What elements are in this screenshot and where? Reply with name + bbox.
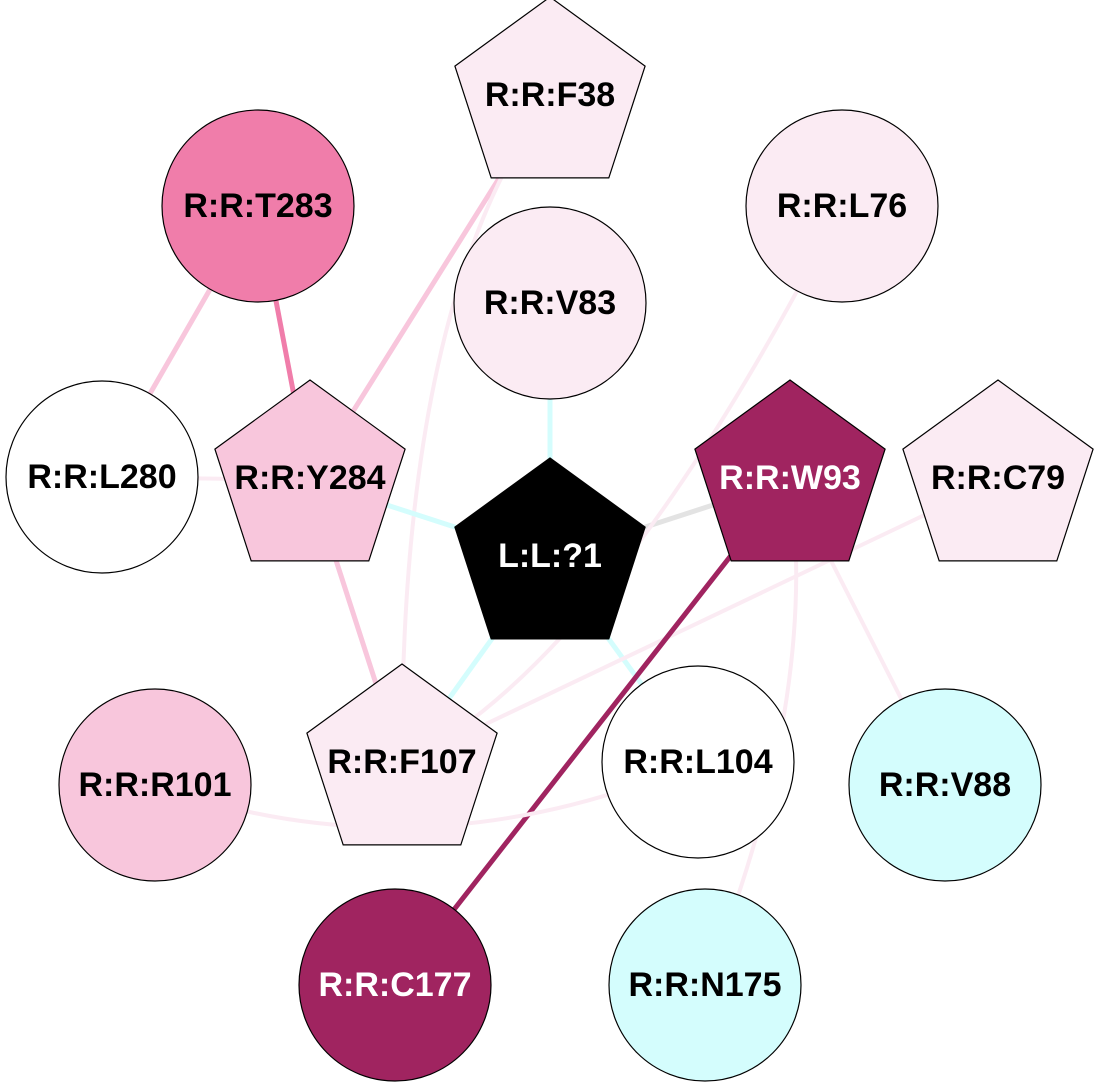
node-c177[interactable]: R:R:C177	[298, 888, 492, 1082]
node-label: R:R:N175	[628, 966, 781, 1004]
node-label: R:R:L76	[777, 187, 907, 225]
node-circle-shape	[453, 206, 647, 400]
node-pentagon-shape	[306, 663, 498, 846]
node-circle-shape	[58, 688, 252, 882]
node-label: R:R:V88	[879, 766, 1011, 804]
node-circle-shape	[608, 888, 802, 1082]
node-label: R:R:V83	[484, 284, 616, 322]
node-l104[interactable]: R:R:L104	[601, 665, 795, 859]
edge-c79-f107	[400, 478, 1000, 766]
node-v83[interactable]: R:R:V83	[453, 206, 647, 400]
node-label: R:R:F38	[485, 76, 615, 114]
node-r101[interactable]: R:R:R101	[58, 688, 252, 882]
node-circle-shape	[298, 888, 492, 1082]
node-label: R:R:C177	[318, 966, 471, 1004]
edge-w93-c177	[392, 477, 793, 988]
node-pentagon-shape	[454, 0, 646, 179]
node-label: R:R:L104	[623, 743, 772, 781]
node-label: R:R:W93	[719, 459, 861, 497]
node-label: R:R:C79	[931, 459, 1065, 497]
node-f107[interactable]: R:R:F107	[306, 663, 498, 846]
node-circle-shape	[161, 109, 355, 303]
node-pentagon-shape	[694, 379, 886, 562]
node-y284[interactable]: R:R:Y284	[214, 379, 406, 562]
node-circle-shape	[601, 665, 795, 859]
node-lig[interactable]: L:L:?1	[454, 457, 646, 640]
node-w93[interactable]: R:R:W93	[694, 379, 886, 562]
node-l280[interactable]: R:R:L280	[5, 380, 199, 574]
node-label: R:R:F107	[327, 743, 476, 781]
node-pentagon-shape	[454, 457, 646, 640]
node-circle-shape	[745, 109, 939, 303]
node-circle-shape	[5, 380, 199, 574]
node-label: R:R:Y284	[234, 459, 385, 497]
node-v88[interactable]: R:R:V88	[848, 688, 1042, 882]
node-n175[interactable]: R:R:N175	[608, 888, 802, 1082]
node-label: R:R:L280	[27, 458, 176, 496]
node-pentagon-shape	[902, 379, 1094, 562]
node-label: R:R:R101	[78, 766, 231, 804]
node-pentagon-shape	[214, 379, 406, 562]
node-circle-shape	[848, 688, 1042, 882]
node-label: R:R:T283	[183, 187, 332, 225]
node-label: L:L:?1	[498, 537, 602, 575]
node-t283[interactable]: R:R:T283	[161, 109, 355, 303]
node-l76[interactable]: R:R:L76	[745, 109, 939, 303]
node-c79[interactable]: R:R:C79	[902, 379, 1094, 562]
node-f38[interactable]: R:R:F38	[454, 0, 646, 179]
